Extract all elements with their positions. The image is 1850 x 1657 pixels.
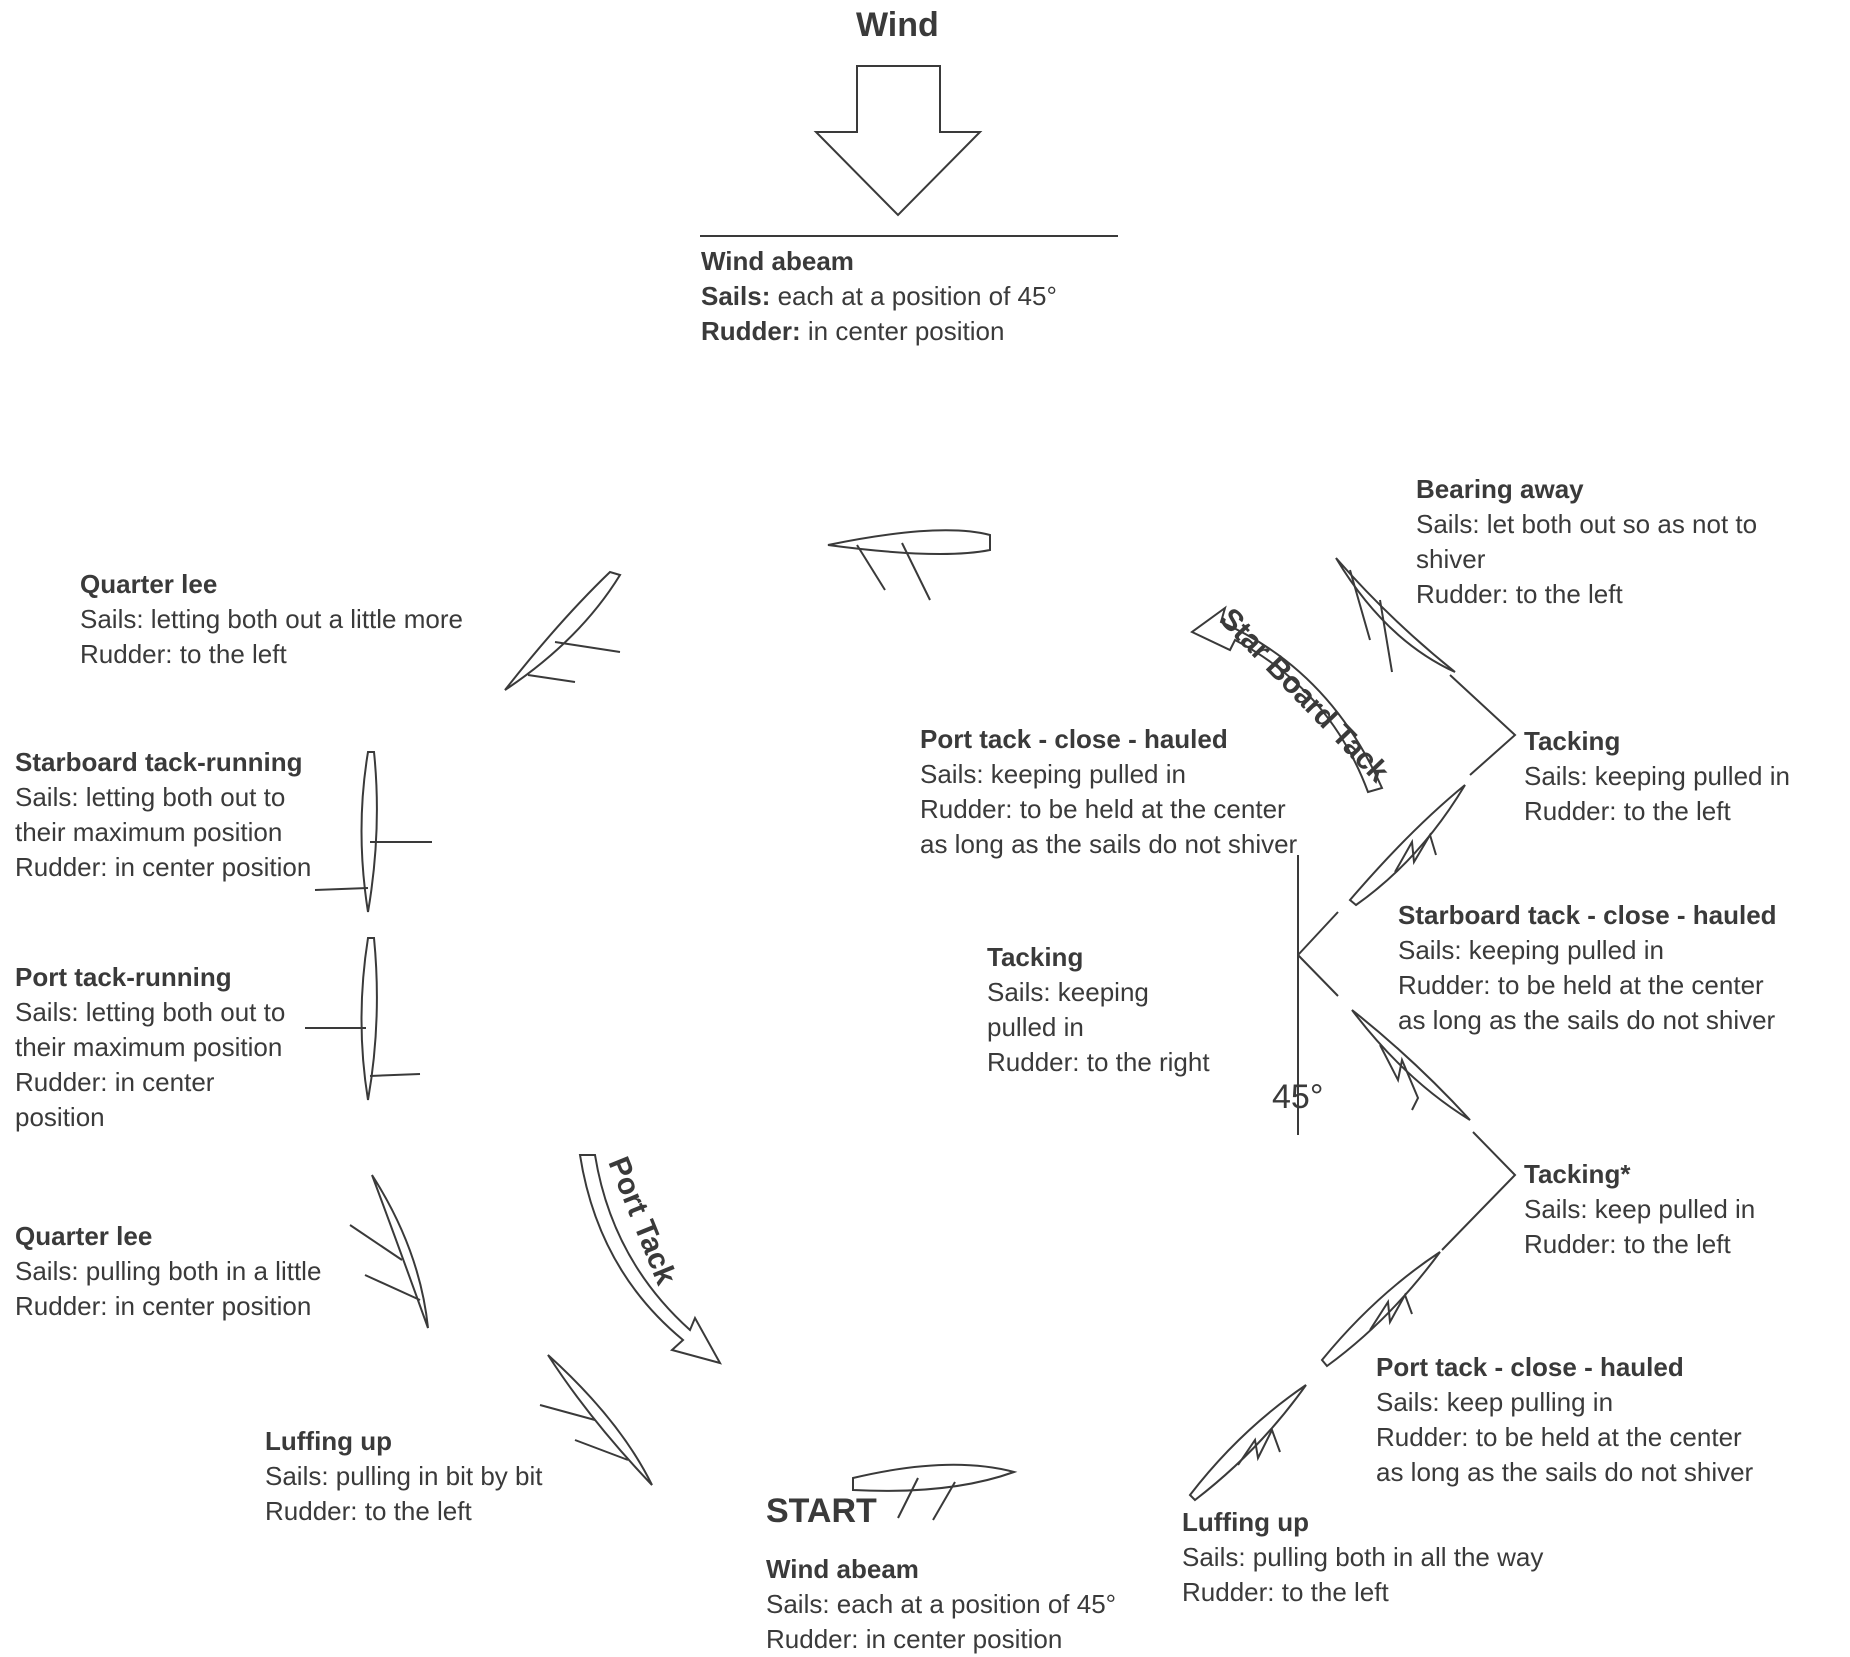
label-line: Sails: letting both out a little more xyxy=(80,604,463,634)
label-bottom-wind-abeam: Wind abeam Sails: each at a position of … xyxy=(766,1552,1116,1657)
label-line: shiver xyxy=(1416,544,1486,574)
starboard-tack-arrow xyxy=(1190,605,1384,794)
label-line: Sails: keeping pulled in xyxy=(1524,761,1790,791)
boat-luffing-right xyxy=(1188,1384,1307,1502)
label-line: as long as the sails do not shiver xyxy=(1376,1457,1754,1487)
label-line: Rudder: in center position xyxy=(15,1291,312,1321)
label-line: Sails: keep pulled in xyxy=(1524,1194,1756,1224)
label-bearing-away: Bearing away Sails: let both out so as n… xyxy=(1416,472,1757,612)
label-line: Rudder: to be held at the center xyxy=(1398,970,1764,1000)
label-title: Bearing away xyxy=(1416,474,1584,504)
boat-port-close-bottom xyxy=(1320,1251,1441,1368)
boat-port-running xyxy=(305,937,421,1101)
label-title: Tacking xyxy=(1524,726,1621,756)
wind-title: Wind xyxy=(856,6,939,44)
angle-label: 45° xyxy=(1272,1078,1324,1116)
label-line: Sails: pulling both in all the way xyxy=(1182,1542,1544,1572)
sails-value: each at a position of 45° xyxy=(770,281,1057,311)
label-line: Sails: pulling both in a little xyxy=(15,1256,322,1286)
label-title: Port tack - close - hauled xyxy=(1376,1352,1684,1382)
label-line: Sails: keeping pulled in xyxy=(1398,935,1664,965)
label-line: pulled in xyxy=(987,1012,1084,1042)
label-line: Rudder: to the left xyxy=(1524,1229,1731,1259)
rudder-key: Rudder: xyxy=(701,316,801,346)
boat-quarter-lee-top xyxy=(504,570,622,691)
label-luffing-right: Luffing up Sails: pulling both in all th… xyxy=(1182,1505,1543,1610)
label-title: Wind abeam xyxy=(766,1554,919,1584)
label-line: Rudder: to be held at the center xyxy=(1376,1422,1742,1452)
label-port-running: Port tack-running Sails: letting both ou… xyxy=(15,960,285,1135)
label-line: Sails: let both out so as not to xyxy=(1416,509,1758,539)
label-title: Port tack-running xyxy=(15,962,232,992)
label-line: Rudder: to the left xyxy=(1182,1577,1389,1607)
label-line: their maximum position xyxy=(15,817,283,847)
rudder-value: in center position xyxy=(800,316,1005,346)
label-line: Rudder: to be held at the center xyxy=(920,794,1286,824)
label-tacking-top-right: Tacking Sails: keeping pulled in Rudder:… xyxy=(1524,724,1790,829)
wind-arrow xyxy=(813,65,983,217)
label-line: Rudder: to the left xyxy=(265,1496,472,1526)
port-tack-arrow xyxy=(578,1154,723,1365)
label-starboard-close: Starboard tack - close - hauled Sails: k… xyxy=(1398,898,1777,1038)
boat-top xyxy=(827,529,991,601)
label-title: Tacking xyxy=(987,942,1084,972)
boat-luffing-left xyxy=(539,1354,653,1486)
label-port-close-top: Port tack - close - hauled Sails: keepin… xyxy=(920,722,1297,862)
label-title: Luffing up xyxy=(1182,1507,1310,1537)
tacking-top-connector xyxy=(1449,674,1517,776)
label-port-close-bottom: Port tack - close - hauled Sails: keep p… xyxy=(1376,1350,1753,1490)
label-title: Starboard tack - close - hauled xyxy=(1398,900,1777,930)
label-quarter-lee-bottom: Quarter lee Sails: pulling both in a lit… xyxy=(15,1219,321,1324)
label-starboard-running: Starboard tack-running Sails: letting bo… xyxy=(15,745,311,885)
label-line: Sails: letting both out to xyxy=(15,997,286,1027)
label-line: Rudder: to the right xyxy=(987,1047,1210,1077)
label-line: Rudder: to the left xyxy=(80,639,287,669)
boat-starboard-close xyxy=(1351,1009,1471,1121)
label-title: Tacking* xyxy=(1524,1159,1631,1189)
label-top-wind-abeam: Wind abeam Sails: each at a position of … xyxy=(701,244,1057,349)
boat-starboard-running xyxy=(314,751,432,913)
label-line: Rudder: to the left xyxy=(1416,579,1623,609)
boat-quarter-lee-bottom xyxy=(349,1174,429,1329)
label-tacking-mid: Tacking Sails: keeping pulled in Rudder:… xyxy=(987,940,1210,1080)
label-tacking-star: Tacking* Sails: keep pulled in Rudder: t… xyxy=(1524,1157,1755,1262)
label-title: Quarter lee xyxy=(80,569,218,599)
label-line: Rudder: in center xyxy=(15,1067,215,1097)
tacking-star-connector xyxy=(1441,1131,1517,1251)
label-title: Quarter lee xyxy=(15,1221,153,1251)
label-line: Rudder: in center position xyxy=(15,852,312,882)
label-quarter-lee-top: Quarter lee Sails: letting both out a li… xyxy=(80,567,463,672)
label-line: Rudder: to the left xyxy=(1524,796,1731,826)
label-line: Rudder: in center position xyxy=(766,1624,1063,1654)
label-line: Sails: letting both out to xyxy=(15,782,286,812)
label-line: Sails: pulling in bit by bit xyxy=(265,1461,543,1491)
label-title: Port tack - close - hauled xyxy=(920,724,1228,754)
label-line: position xyxy=(15,1102,105,1132)
label-line: Sails: each at a position of 45° xyxy=(766,1589,1117,1619)
label-title: Wind abeam xyxy=(701,246,854,276)
label-line: Sails: keep pulling in xyxy=(1376,1387,1614,1417)
start-label: START xyxy=(766,1492,877,1530)
label-line: as long as the sails do not shiver xyxy=(1398,1005,1776,1035)
label-title: Luffing up xyxy=(265,1426,393,1456)
label-line: their maximum position xyxy=(15,1032,283,1062)
boat-start xyxy=(852,1463,1018,1521)
angle-marker xyxy=(1297,855,1339,1135)
label-title: Starboard tack-running xyxy=(15,747,303,777)
boat-port-close-top xyxy=(1348,784,1466,907)
sails-key: Sails: xyxy=(701,281,771,311)
label-line: Sails: keeping pulled in xyxy=(920,759,1186,789)
label-luffing-left: Luffing up Sails: pulling in bit by bit … xyxy=(265,1424,542,1529)
label-line: as long as the sails do not shiver xyxy=(920,829,1298,859)
boat-bearing-away xyxy=(1335,557,1456,673)
label-line: Sails: keeping xyxy=(987,977,1149,1007)
